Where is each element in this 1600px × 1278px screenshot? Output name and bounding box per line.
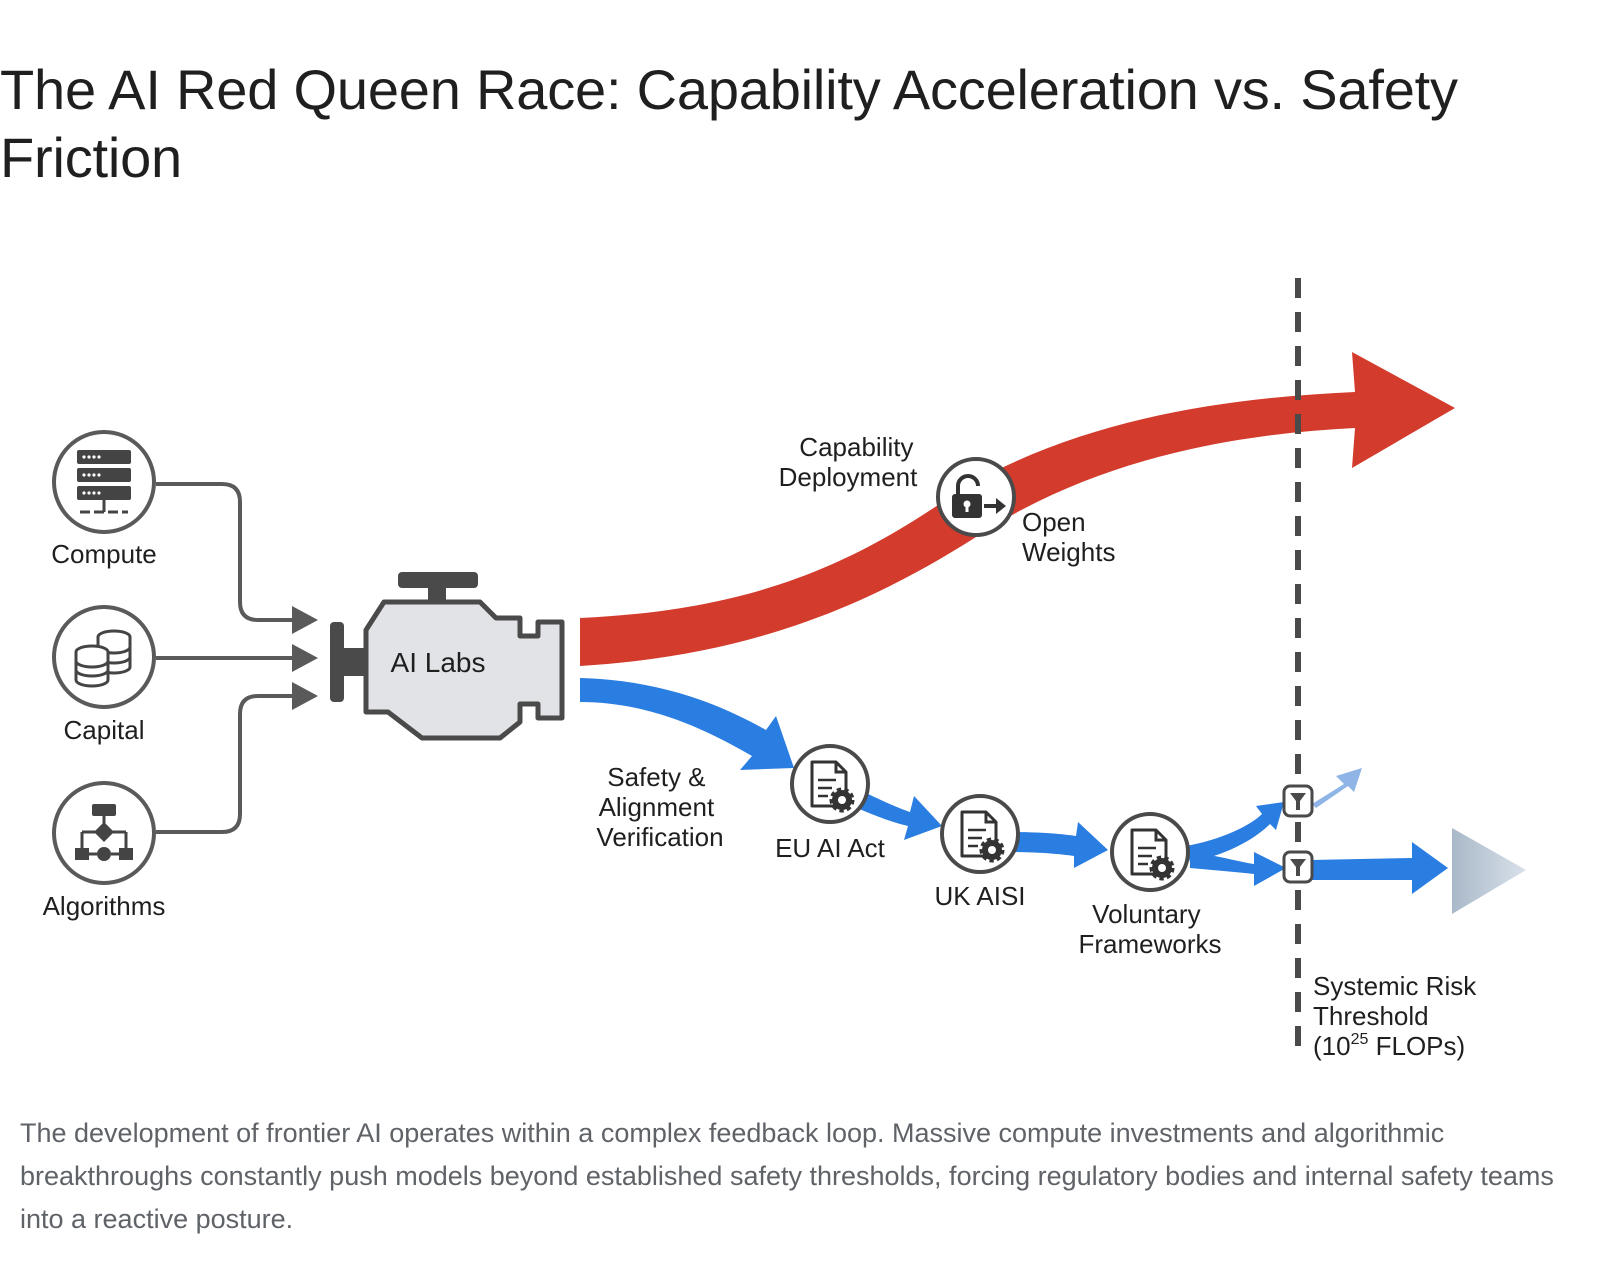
open-weights-label: Open Weights <box>1022 507 1115 567</box>
capability-label-line: Deployment <box>779 462 919 492</box>
capability-flow <box>580 352 1455 666</box>
threshold-label-post: FLOPs) <box>1368 1031 1465 1061</box>
input-compute: Compute <box>51 430 157 569</box>
input-label: Capital <box>64 715 145 745</box>
safety-label: Safety & Alignment Verification <box>596 762 723 852</box>
filter-icon <box>1290 793 1306 810</box>
capability-arrow-body <box>580 352 1455 666</box>
safety-label-line: Verification <box>596 822 723 852</box>
red-queen-diagram: Compute Capital Algorithms <box>43 278 1526 1061</box>
document-gear-icon <box>960 810 1005 863</box>
safety-arrow-split-lower <box>1190 852 1286 886</box>
open-weights-node <box>936 457 1016 537</box>
threshold-label-pre: (10 <box>1313 1031 1351 1061</box>
caption: The development of frontier AI operates … <box>20 1118 1554 1234</box>
coin-stack-icon <box>74 629 132 688</box>
input-arrowheads <box>292 606 318 710</box>
safety-arrow-final <box>1310 842 1448 894</box>
document-gear-icon <box>1130 828 1175 881</box>
open-weights-label-line: Open <box>1022 507 1086 537</box>
safety-arrow-segment-1 <box>580 678 794 770</box>
input-label: Algorithms <box>43 891 166 921</box>
document-gear-icon <box>810 760 855 813</box>
voluntary-frameworks-label-line: Frameworks <box>1078 929 1221 959</box>
input-label: Compute <box>51 539 157 569</box>
filter-node-upper <box>1282 784 1314 818</box>
unlock-export-icon <box>952 474 1006 518</box>
fading-arrowhead <box>1452 828 1526 914</box>
safety-arrow-split-upper <box>1186 802 1284 862</box>
input-capital: Capital <box>52 605 156 745</box>
safety-arrow-segment-3 <box>1008 822 1108 868</box>
escaped-arrow <box>1312 768 1362 808</box>
uk-aisi-node <box>940 794 1020 874</box>
engine-icon <box>330 572 565 741</box>
threshold-label: Systemic Risk Threshold (1025 FLOPs) <box>1313 971 1483 1061</box>
threshold-label-exponent: 25 <box>1351 1031 1369 1048</box>
capability-label-line: Capability <box>799 432 913 462</box>
capability-label: Capability Deployment <box>779 432 921 492</box>
safety-flow <box>580 678 1526 914</box>
open-weights-label-line: Weights <box>1022 537 1115 567</box>
input-algorithms: Algorithms <box>43 781 166 921</box>
server-rack-icon <box>77 450 131 514</box>
eu-ai-act-label: EU AI Act <box>775 833 886 863</box>
filter-node-lower <box>1282 850 1314 884</box>
engine-label: AI Labs <box>391 647 486 678</box>
ai-labs-engine: AI Labs <box>330 572 565 741</box>
threshold-label-line: Threshold <box>1313 1001 1429 1031</box>
threshold-label-line: Systemic Risk <box>1313 971 1477 1001</box>
safety-label-line: Safety & <box>607 762 705 792</box>
voluntary-frameworks-label: Voluntary Frameworks <box>1078 899 1221 959</box>
input-connectors <box>156 482 298 834</box>
uk-aisi-label: UK AISI <box>934 881 1025 911</box>
safety-arrow-segment-2 <box>848 788 942 840</box>
voluntary-frameworks-node <box>1110 812 1190 892</box>
threshold-label-line: (1025 FLOPs) <box>1313 1031 1465 1061</box>
flowchart-icon <box>75 804 133 861</box>
eu-ai-act-node <box>790 744 870 824</box>
voluntary-frameworks-label-line: Voluntary <box>1092 899 1200 929</box>
page-title: The AI Red Queen Race: Capability Accele… <box>0 58 1458 189</box>
safety-label-line: Alignment <box>599 792 715 822</box>
filter-icon <box>1290 859 1306 876</box>
